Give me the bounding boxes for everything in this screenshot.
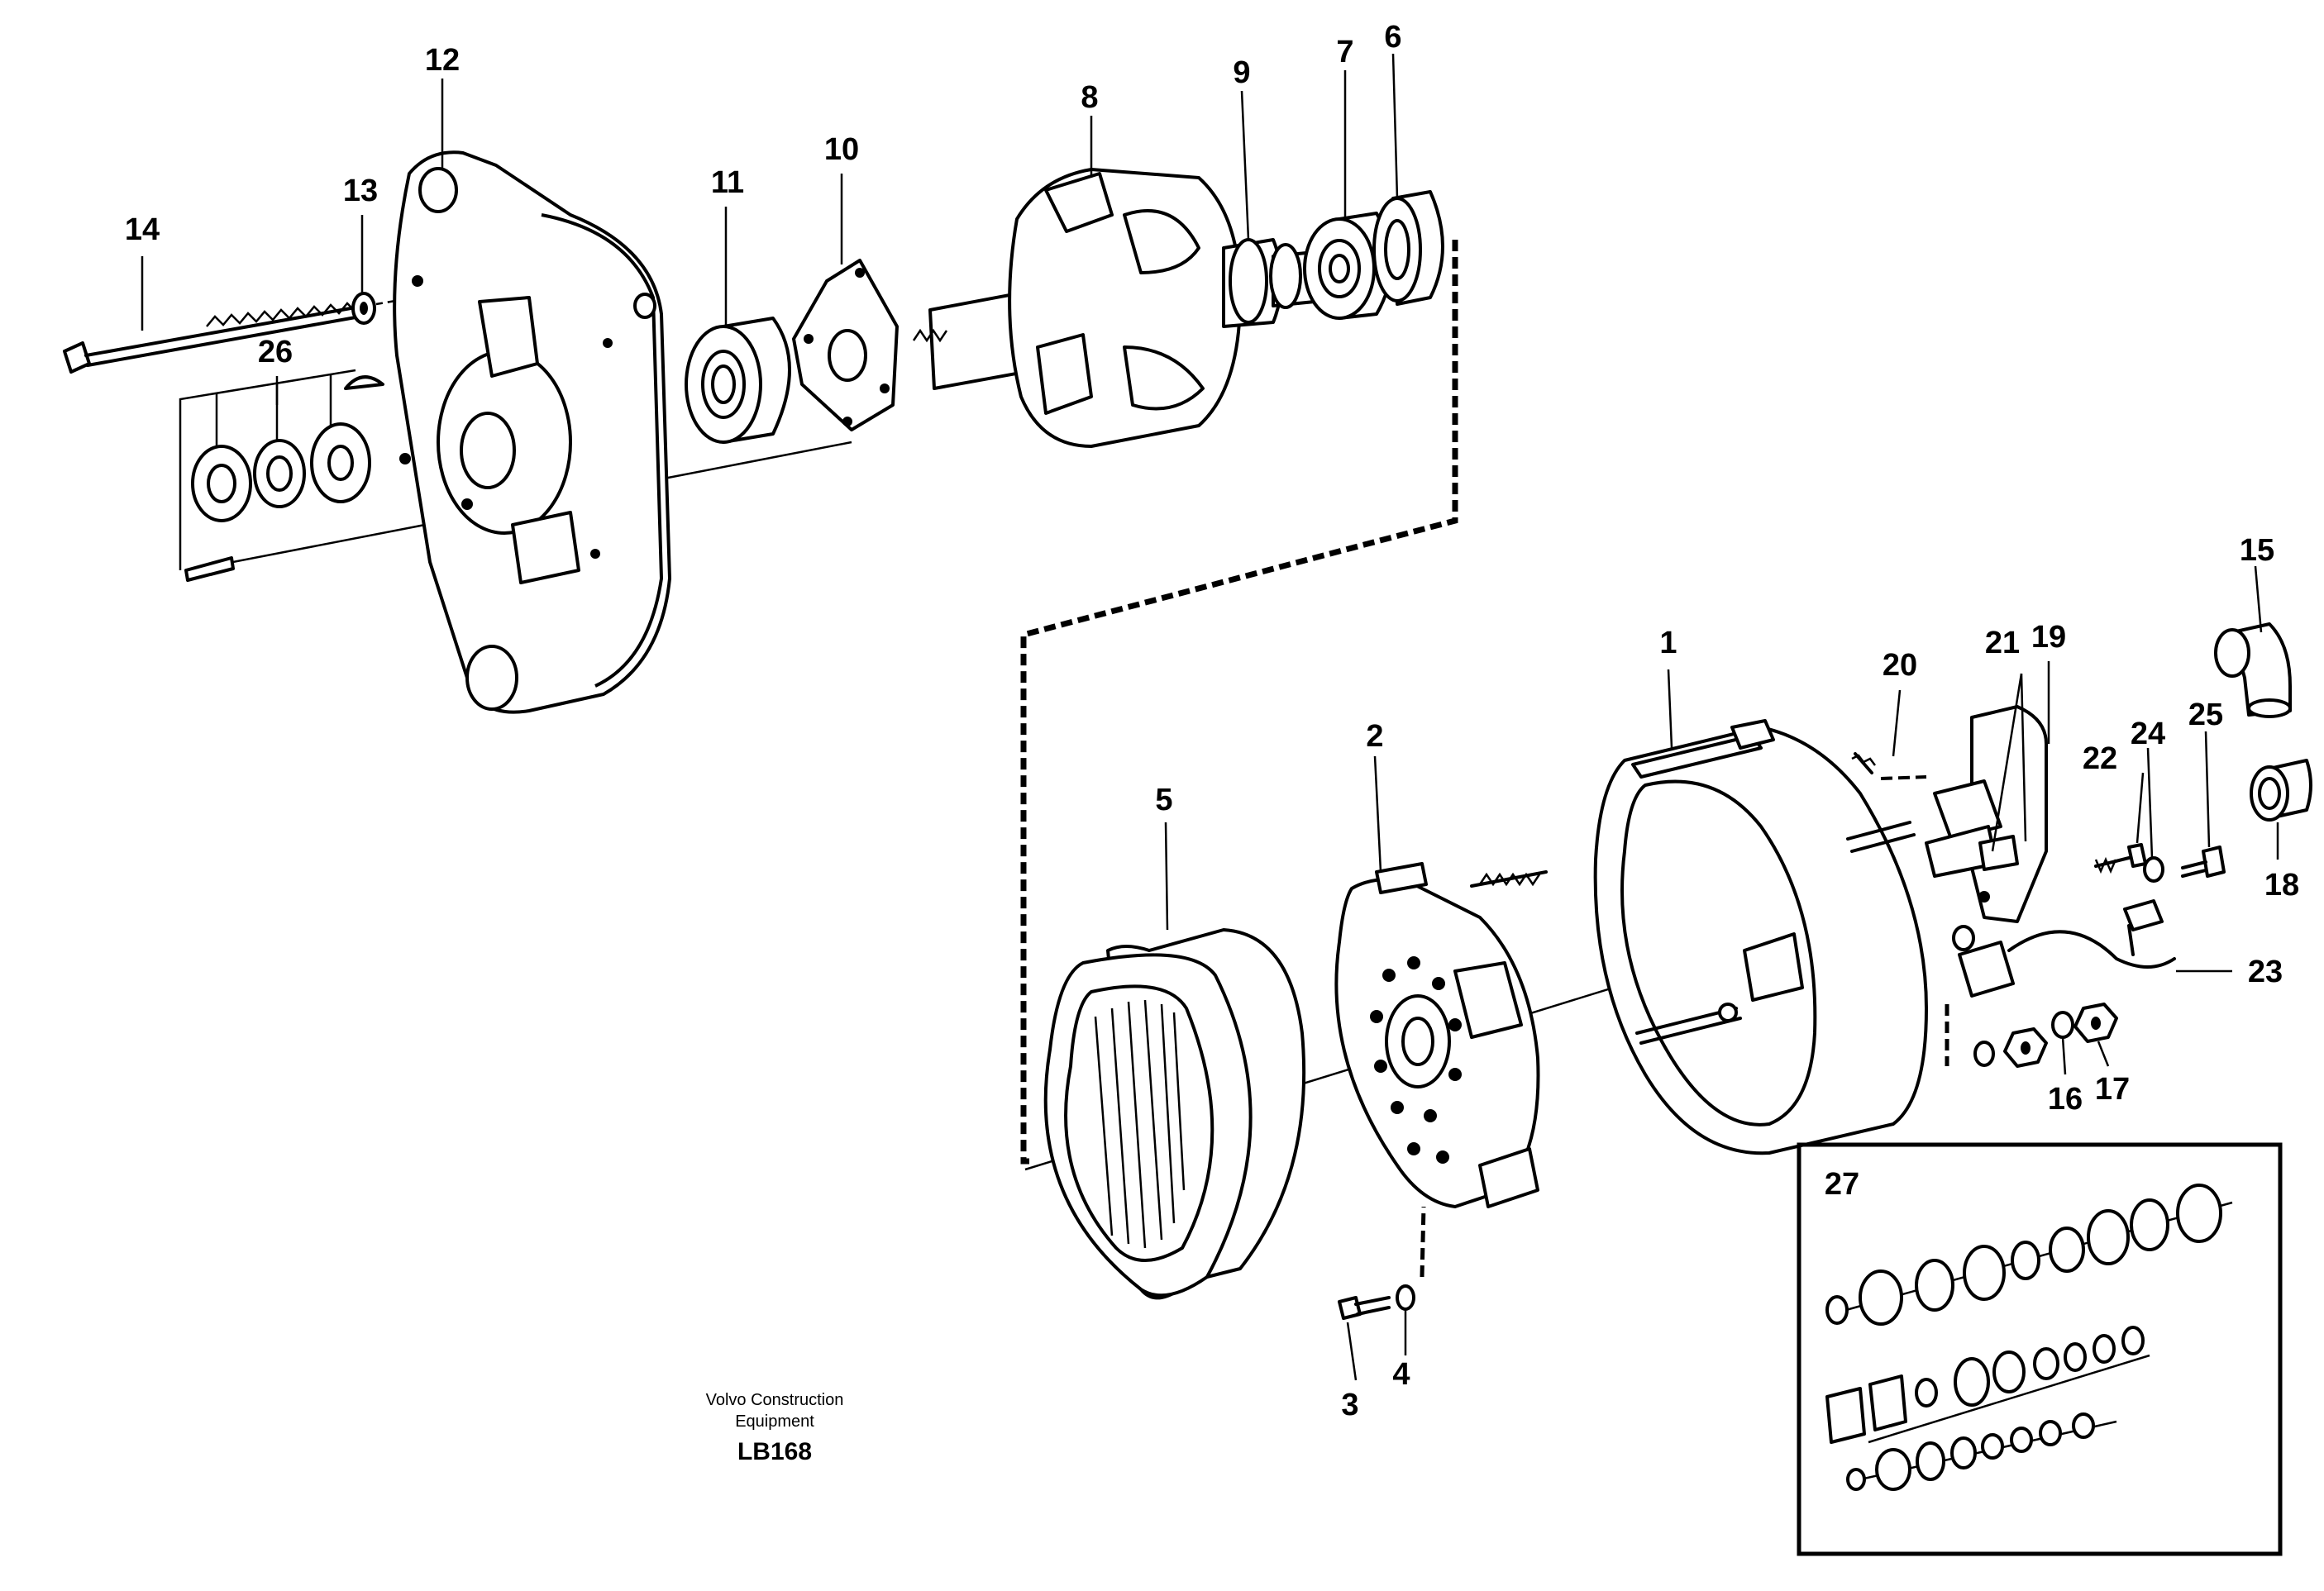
part-21-brushes	[1978, 673, 2027, 871]
callout-18: 18	[2264, 868, 2299, 903]
callout-14: 14	[125, 212, 160, 247]
callout-6: 6	[1384, 20, 1401, 55]
caption-line-2: Equipment	[735, 1412, 814, 1431]
part-11-ball-bearing	[685, 317, 791, 444]
part-23-cable-harness	[1952, 899, 2176, 998]
callout-20: 20	[1883, 648, 1917, 683]
callout-23: 23	[2248, 955, 2283, 989]
callout-16: 16	[2048, 1082, 2083, 1117]
part-12-drive-end-bracket	[393, 150, 671, 714]
part-26-bearing-kit	[179, 369, 384, 582]
callout-2: 2	[1366, 719, 1383, 754]
caption-line-1: Volvo Construction	[706, 1391, 844, 1409]
part-1-slip-ring-end-housing	[1593, 719, 1928, 1155]
callout-22: 22	[2083, 741, 2117, 776]
callout-19: 19	[2031, 620, 2066, 655]
part-18-cover-cap	[2250, 759, 2312, 822]
callout-17: 17	[2095, 1072, 2130, 1107]
part-5-stator	[1043, 928, 1306, 1300]
callout-27: 27	[1825, 1167, 1859, 1202]
callout-5: 5	[1155, 783, 1172, 817]
part-9-slip-ring	[1229, 238, 1302, 324]
callout-12: 12	[425, 43, 460, 78]
callout-numbers: 12 13 14 26 11 10 8 9 7 6 5 2 1 20 21 19…	[125, 20, 2299, 1422]
callout-25: 25	[2188, 698, 2223, 732]
callout-9: 9	[1233, 55, 1250, 90]
part-2-rectifier	[1334, 862, 1548, 1208]
callout-8: 8	[1081, 80, 1098, 115]
part-19-regulator	[1925, 705, 2048, 923]
callout-13: 13	[343, 174, 378, 208]
callout-7: 7	[1336, 35, 1353, 69]
callout-15: 15	[2240, 533, 2274, 568]
callout-3: 3	[1341, 1388, 1358, 1422]
part-7-rear-bearing	[1303, 212, 1393, 320]
part-20-screw	[1851, 752, 1927, 780]
callout-10: 10	[824, 132, 859, 167]
part-25-screw	[2181, 846, 2226, 878]
part-24-washer	[2143, 856, 2164, 883]
part-15-elbow-connector	[2214, 622, 2292, 718]
part-6-sleeve	[1372, 190, 1444, 306]
part-22-screw	[2094, 843, 2147, 874]
part-14-through-bolt	[63, 301, 365, 374]
parts-16-17-nuts-and-washers	[1945, 1003, 2118, 1068]
assembly-reference-dashed-line	[1020, 240, 1458, 1165]
part-10-retainer-plate	[792, 259, 899, 431]
callout-21: 21	[1985, 626, 2020, 660]
callout-4: 4	[1392, 1357, 1410, 1392]
parts-3-4-screw-and-washer	[1338, 1206, 1426, 1320]
leader-lines	[141, 53, 2279, 1381]
callout-11: 11	[711, 165, 744, 200]
publisher-caption: Volvo Construction Equipment LB168	[706, 1391, 844, 1465]
callout-26: 26	[258, 335, 293, 369]
detail-box-27	[1797, 1142, 2283, 1556]
callout-1: 1	[1659, 626, 1677, 660]
drawing-code: LB168	[737, 1438, 812, 1465]
callout-24: 24	[2131, 717, 2165, 751]
